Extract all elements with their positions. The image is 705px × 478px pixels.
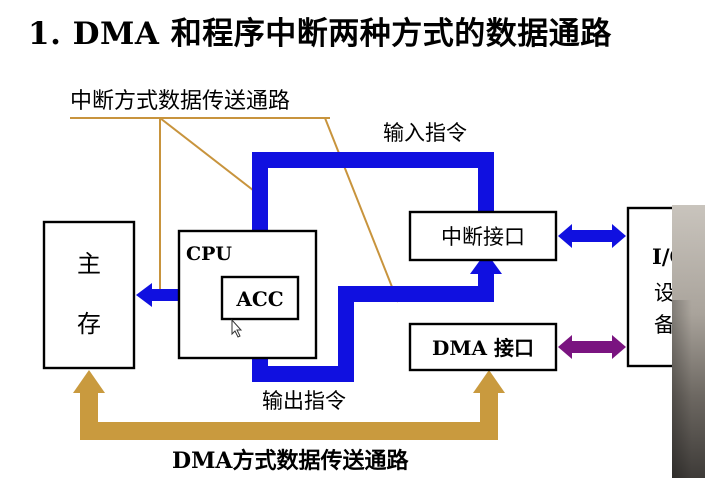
input-instruction-label: 输入指令 <box>383 121 467 145</box>
dma-path-bottom <box>80 422 498 440</box>
acc-label: ACC <box>235 287 283 311</box>
output-path-middle <box>338 286 494 302</box>
dma-io-arrow-right-head <box>612 335 626 359</box>
annotation-line-to-input <box>159 117 263 198</box>
dma-arrowhead-memory <box>73 370 105 393</box>
io-device-label-line2: 设 <box>654 281 675 305</box>
output-path-riser <box>338 286 354 382</box>
dma-interface-box: DMA 接口 <box>408 322 558 372</box>
memory-label-line2: 存 <box>77 310 101 338</box>
interrupt-io-arrow-left-head <box>558 224 572 248</box>
memory-label-line1: 主 <box>77 250 101 278</box>
main-memory-box: 主 存 <box>42 220 136 370</box>
dma-path-right-riser <box>480 392 498 440</box>
cpu-label: CPU <box>186 243 232 265</box>
interrupt-io-arrow-shaft <box>570 230 614 242</box>
mouse-cursor-icon <box>231 318 243 338</box>
input-path-top <box>252 152 494 168</box>
dma-data-path <box>73 370 505 440</box>
dma-io-arrow <box>558 335 626 359</box>
interrupt-interface-box: 中断接口 <box>408 210 558 262</box>
output-instruction-label: 输出指令 <box>262 389 346 413</box>
io-device-label-line3: 备 <box>654 313 675 337</box>
dma-io-arrow-shaft <box>570 341 614 353</box>
camera-overlay-shadow <box>672 300 705 478</box>
camera-overlay <box>672 205 705 478</box>
dma-arrowhead-dma-interface <box>473 370 505 393</box>
io-device-label-line1: I/O <box>652 244 688 269</box>
interrupt-path-label: 中断方式数据传送通路 <box>70 89 290 114</box>
output-arrowhead-interrupt <box>470 252 502 274</box>
interrupt-interface-label: 中断接口 <box>441 225 525 249</box>
acc-register-box: ACC <box>220 275 300 321</box>
output-path-up <box>478 272 494 302</box>
interrupt-path-annotation-lines <box>70 117 399 303</box>
memory-acc-arrow-left-head <box>136 283 152 307</box>
input-path-right-down <box>478 152 494 212</box>
interrupt-io-arrow-right-head <box>612 224 626 248</box>
annotation-line-to-output <box>324 117 399 303</box>
dma-path-label: DMA方式数据传送通路 <box>172 448 410 474</box>
page-title: 1. DMA 和程序中断两种方式的数据通路 <box>28 16 612 52</box>
dma-interface-label: DMA 接口 <box>432 336 534 360</box>
dma-io-arrow-left-head <box>558 335 572 359</box>
output-path-bottom <box>252 366 354 382</box>
